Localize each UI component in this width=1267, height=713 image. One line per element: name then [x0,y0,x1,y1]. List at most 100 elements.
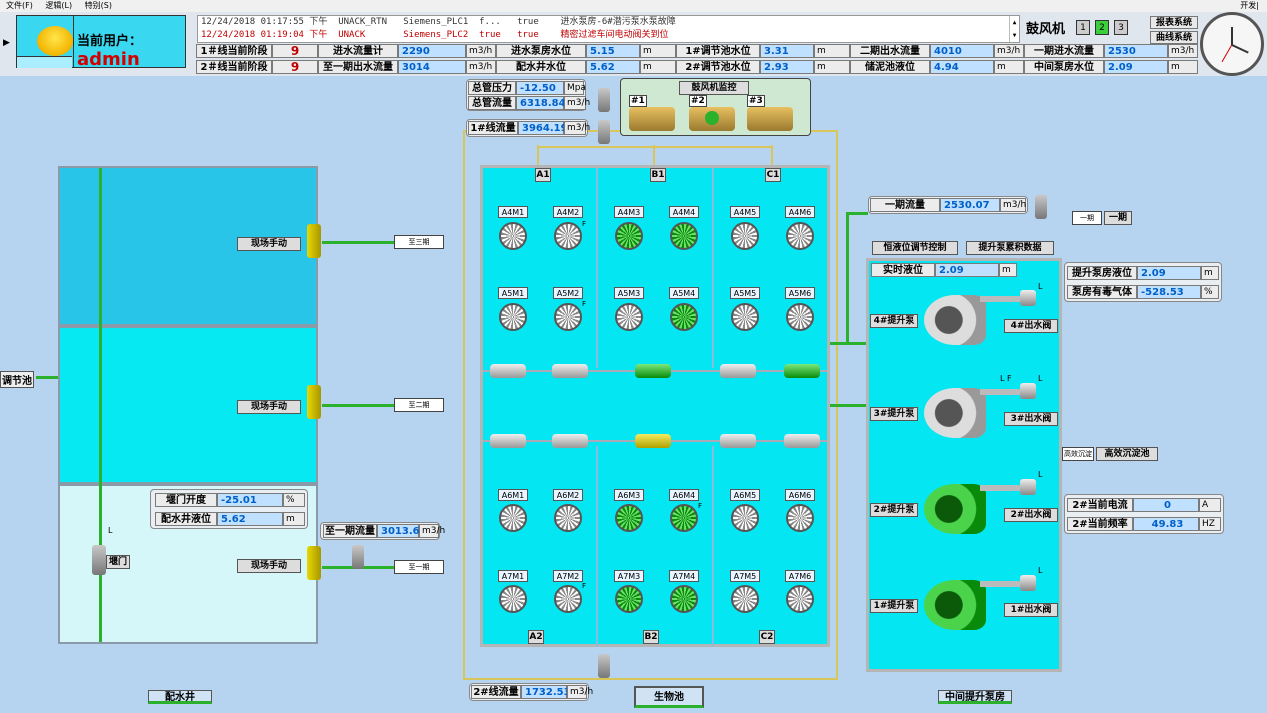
pump-icon[interactable] [924,388,986,438]
aerator-fan-icon[interactable] [615,585,643,613]
menu-special[interactable]: 特别(S) [84,1,112,10]
blower-3-button[interactable]: 3 [1114,20,1128,35]
aerator-fan-icon[interactable] [731,504,759,532]
pump-icon[interactable] [924,484,986,534]
zone-c1-label[interactable]: C1 [765,168,781,182]
report-system-button[interactable]: 报表系统 [1150,16,1198,29]
yellow-valve-icon[interactable] [307,385,321,419]
aerator-fan-icon[interactable] [615,222,643,250]
pipe-valve-icon[interactable] [598,654,610,678]
aerator-fan-icon[interactable] [615,504,643,532]
pipe-valve-icon[interactable] [720,364,756,378]
outlet-valve-2-label[interactable]: 2#出水阀 [1004,508,1058,522]
pipe-valve-icon[interactable] [490,434,526,448]
pump-3-label[interactable]: 3#提升泵 [870,407,918,421]
pipe-valve-icon[interactable] [1035,195,1047,219]
pipe-valve-icon[interactable] [490,364,526,378]
to-phase2-arrow[interactable]: 至二期 [394,398,444,412]
pipe-valve-icon[interactable] [598,88,610,112]
aerator-fan-icon[interactable] [615,303,643,331]
aerator-fan-icon[interactable] [731,303,759,331]
pipe-valve-icon[interactable] [598,120,610,144]
aerator-fan-icon[interactable] [670,303,698,331]
outlet-valve-icon[interactable] [1020,290,1036,306]
gate-valve-icon[interactable] [92,545,106,575]
aerator-fan-icon[interactable] [670,585,698,613]
zone-c2-label[interactable]: C2 [759,630,775,644]
blower-machine-icon[interactable] [629,107,675,131]
mid-pump-house-label[interactable]: 中间提升泵房 [938,690,1012,704]
pump-4-label[interactable]: 4#提升泵 [870,314,918,328]
phase1-arrow[interactable]: 一期 [1072,211,1102,225]
zone-a1-label[interactable]: A1 [535,168,551,182]
aerator-fan-icon[interactable] [554,222,582,250]
blower-1-button[interactable]: 1 [1076,20,1090,35]
blower-2-button[interactable]: 2 [1095,20,1109,35]
alarm-scrollbar[interactable]: ▲▼ [1009,16,1019,42]
alarm-list[interactable]: 12/24/2018 01:17:55 下午 UNACK_RTN Siemens… [197,15,1020,43]
phase1-label[interactable]: 一期 [1104,211,1132,225]
pipe-valve-icon[interactable] [552,434,588,448]
outlet-valve-icon[interactable] [1020,575,1036,591]
pump-2-label[interactable]: 2#提升泵 [870,503,918,517]
pipe-valve-icon[interactable] [635,434,671,448]
manual-button-2[interactable]: 现场手动 [237,400,301,414]
pump-icon[interactable] [924,295,986,345]
aerator-fan-icon[interactable] [786,585,814,613]
zone-b2-label[interactable]: B2 [643,630,659,644]
gate-label[interactable]: 堰门 [106,555,130,569]
pump-icon[interactable] [924,580,986,630]
expand-arrow-icon[interactable]: ▶ [3,38,10,48]
alarm-row[interactable]: 12/24/2018 01:17:55 下午 UNACK_RTN Siemens… [201,17,676,27]
aerator-fan-icon[interactable] [499,585,527,613]
aerator-fan-icon[interactable] [554,585,582,613]
aerator-fan-icon[interactable] [554,303,582,331]
curve-system-button[interactable]: 曲线系统 [1150,31,1198,44]
to-phase3-arrow[interactable]: 至三期 [394,235,444,249]
pipe-valve-icon[interactable] [720,434,756,448]
aerator-fan-icon[interactable] [499,504,527,532]
aerator-fan-icon[interactable] [786,222,814,250]
distribution-well-label[interactable]: 配水井 [148,690,212,704]
manual-button-3[interactable]: 现场手动 [237,559,301,573]
menu-file[interactable]: 文件(F) [6,1,33,10]
outlet-valve-1-label[interactable]: 1#出水阀 [1004,603,1058,617]
pipe-valve-icon[interactable] [784,434,820,448]
alarm-row[interactable]: 12/24/2018 01:19:04 下午 UNACK Siemens_PLC… [201,30,669,40]
blower-monitor-title[interactable]: 鼓风机监控 [679,81,749,95]
const-level-button[interactable]: 恒液位调节控制 [872,241,958,255]
aerator-fan-icon[interactable] [731,222,759,250]
aerator-fan-icon[interactable] [731,585,759,613]
pipe-valve-icon[interactable] [552,364,588,378]
aerator-fan-icon[interactable] [499,303,527,331]
aerator-fan-icon[interactable] [499,222,527,250]
menu-dev[interactable]: 开发| [1240,1,1259,10]
pipe-valve-icon[interactable] [635,364,671,378]
aerator-fan-icon[interactable] [670,504,698,532]
blower-machine-icon[interactable] [689,107,735,131]
blower-machine-icon[interactable] [747,107,793,131]
aerator-fan-icon[interactable] [554,504,582,532]
flow-valve-icon[interactable] [352,545,364,569]
regulate-tank-label[interactable]: 调节池 [0,371,34,388]
pump-1-label[interactable]: 1#提升泵 [870,599,918,613]
to-phase1-arrow[interactable]: 至一期 [394,560,444,574]
bio-pool-label[interactable]: 生物池 [634,686,704,708]
aerator-fan-icon[interactable] [670,222,698,250]
menu-logic[interactable]: 逻辑(L) [45,1,73,10]
manual-button-1[interactable]: 现场手动 [237,237,301,251]
pump-accum-button[interactable]: 提升泵累积数据 [966,241,1054,255]
zone-b1-label[interactable]: B1 [650,168,666,182]
yellow-valve-icon[interactable] [307,224,321,258]
outlet-valve-icon[interactable] [1020,479,1036,495]
aerator-fan-icon[interactable] [786,303,814,331]
aerator-fan-icon[interactable] [786,504,814,532]
sedimentation-arrow[interactable]: 高效沉淀 [1062,447,1094,461]
outlet-valve-icon[interactable] [1020,383,1036,399]
outlet-valve-4-label[interactable]: 4#出水阀 [1004,319,1058,333]
pipe-valve-icon[interactable] [784,364,820,378]
zone-a2-label[interactable]: A2 [528,630,544,644]
outlet-valve-3-label[interactable]: 3#出水阀 [1004,412,1058,426]
yellow-valve-icon[interactable] [307,546,321,580]
sedimentation-label[interactable]: 高效沉淀池 [1096,447,1158,461]
